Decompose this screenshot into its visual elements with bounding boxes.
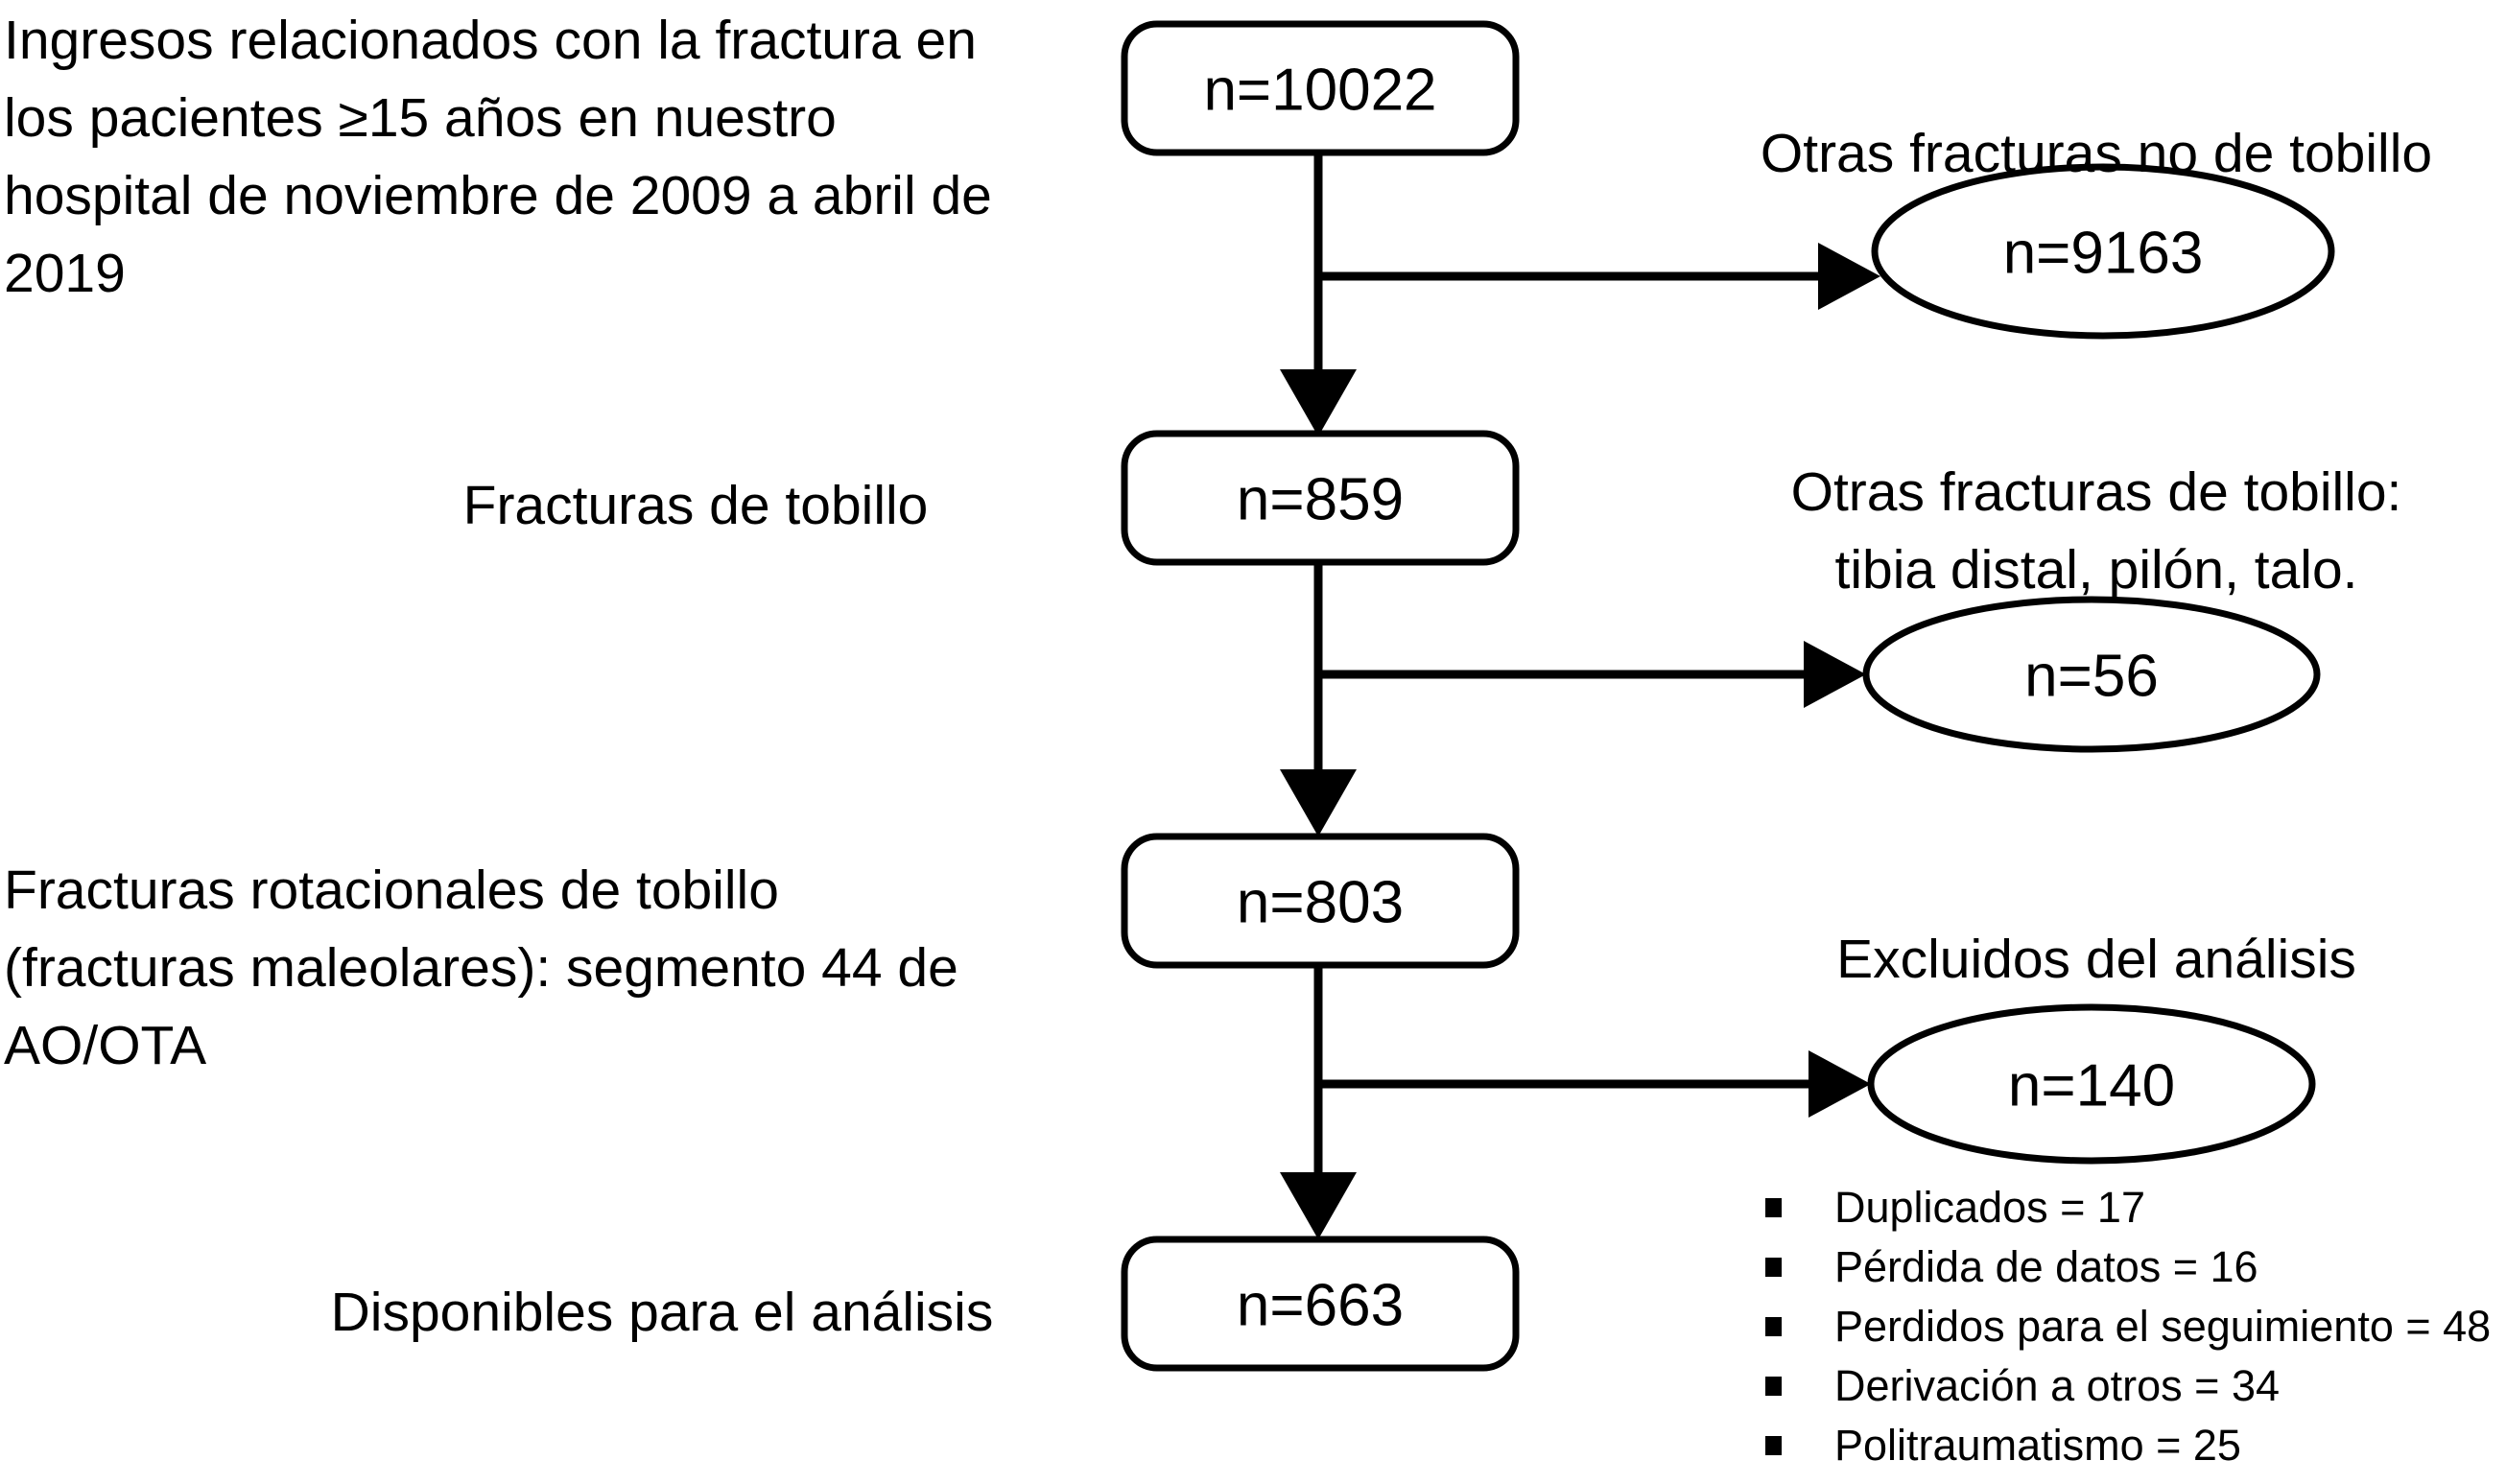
list-item-label: Duplicados = 17 xyxy=(1834,1183,2145,1232)
caption-otras-fracturas-no-tobillo: Otras fracturas no de tobillo xyxy=(1760,123,2433,184)
list-item: Pérdida de datos = 16 xyxy=(1765,1237,2504,1297)
node-663-label: n=663 xyxy=(1237,1273,1404,1339)
bullet-square-icon xyxy=(1765,1317,1782,1336)
node-859[interactable]: n=859 xyxy=(1121,430,1520,566)
list-item: Perdidos para el seguimiento = 48 xyxy=(1765,1297,2504,1356)
node-56[interactable]: n=56 xyxy=(1862,596,2321,753)
node-859-shape xyxy=(1121,430,1520,566)
exclusion-breakdown-list: Duplicados = 17 Pérdida de datos = 16 Pe… xyxy=(1765,1178,2504,1475)
node-9163[interactable]: n=9163 xyxy=(1871,163,2335,340)
arrowhead-663 xyxy=(1280,1172,1357,1239)
node-10022[interactable]: n=10022 xyxy=(1121,20,1520,156)
arrowhead-9163 xyxy=(1818,243,1880,310)
node-803[interactable]: n=803 xyxy=(1121,833,1520,969)
label-fracturas-tobillo: Fracturas de tobillo xyxy=(462,475,929,536)
node-663-shape xyxy=(1121,1236,1520,1372)
label-fracturas-rotacionales: Fracturas rotacionales de tobillo (fract… xyxy=(4,860,958,1076)
node-10022-shape xyxy=(1121,20,1520,156)
bullet-square-icon xyxy=(1765,1258,1782,1277)
node-859-label: n=859 xyxy=(1237,467,1404,533)
arrowhead-859 xyxy=(1280,369,1357,436)
label-ingresos: Ingresos relacionados con la fractura en… xyxy=(4,10,992,304)
node-663[interactable]: n=663 xyxy=(1121,1236,1520,1372)
node-9163-label: n=9163 xyxy=(2003,221,2204,287)
node-140-shape xyxy=(1867,1003,2316,1165)
caption-excluidos-del-analisis: Excluidos del análisis xyxy=(1836,929,2356,990)
list-item-label: Politraumatismo = 25 xyxy=(1834,1421,2241,1470)
arrowhead-56 xyxy=(1804,641,1866,708)
list-item-label: Derivación a otros = 34 xyxy=(1834,1361,2280,1410)
list-item: Duplicados = 17 xyxy=(1765,1178,2504,1237)
node-10022-label: n=10022 xyxy=(1203,58,1436,124)
node-56-label: n=56 xyxy=(2024,644,2159,710)
arrowhead-803 xyxy=(1280,769,1357,836)
list-item-label: Pérdida de datos = 16 xyxy=(1834,1242,2258,1291)
node-140[interactable]: n=140 xyxy=(1867,1003,2316,1165)
node-803-shape xyxy=(1121,833,1520,969)
list-item: Politraumatismo = 25 xyxy=(1765,1416,2504,1475)
node-140-label: n=140 xyxy=(2008,1053,2175,1119)
node-803-label: n=803 xyxy=(1237,870,1404,936)
label-disponibles: Disponibles para el análisis xyxy=(330,1282,994,1343)
bullet-square-icon xyxy=(1765,1198,1782,1217)
bullet-square-icon xyxy=(1765,1377,1782,1396)
node-9163-shape xyxy=(1871,163,2335,340)
list-item-label: Perdidos para el seguimiento = 48 xyxy=(1834,1302,2492,1351)
caption-otras-fracturas-tobillo: Otras fracturas de tobillo: tibia distal… xyxy=(1790,461,2402,601)
arrowhead-140 xyxy=(1809,1050,1871,1118)
bullet-square-icon xyxy=(1765,1436,1782,1455)
node-56-shape xyxy=(1862,596,2321,753)
list-item: Derivación a otros = 34 xyxy=(1765,1356,2504,1416)
